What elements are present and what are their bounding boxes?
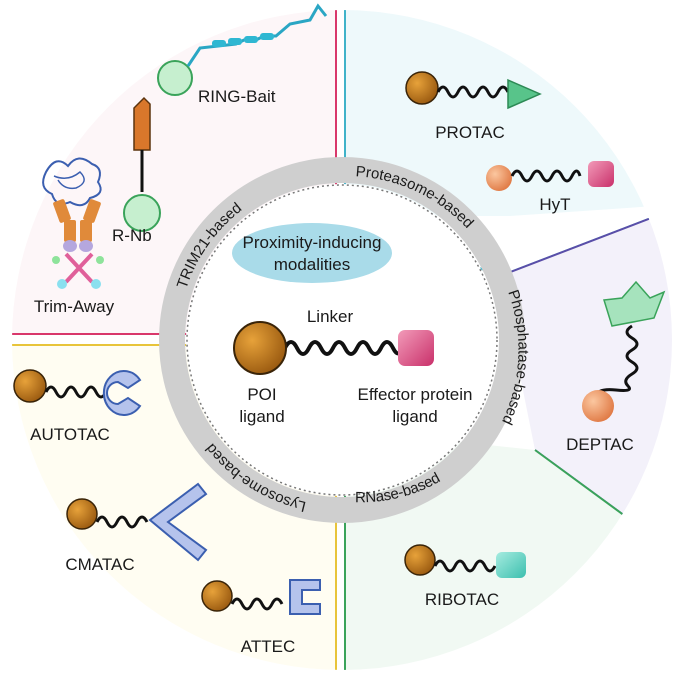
center-title-line1: Proximity-inducing xyxy=(243,233,382,252)
center-linker-wave xyxy=(283,340,405,356)
deptac-illustration xyxy=(582,280,666,422)
center-effector-label-1: Effector protein xyxy=(358,385,473,404)
center-poi-label-1: POI xyxy=(247,385,276,404)
center-linker-label: Linker xyxy=(307,307,354,326)
label-autotac: AUTOTAC xyxy=(30,425,110,444)
label-ribotac: RIBOTAC xyxy=(425,590,499,609)
label-hyt: HyT xyxy=(539,195,570,214)
ribotac-illustration xyxy=(404,544,526,578)
center-poi-sphere xyxy=(233,321,287,375)
center-effector-block xyxy=(398,330,434,366)
ring-band xyxy=(159,157,525,523)
center-poi-label-2: ligand xyxy=(239,407,284,426)
cmatac-illustration xyxy=(66,482,208,562)
center-effector-label-2: ligand xyxy=(392,407,437,426)
center-title-bubble xyxy=(232,223,392,283)
ring-bait-illustration xyxy=(157,3,328,96)
label-protac: PROTAC xyxy=(435,123,505,142)
label-ring-bait: RING-Bait xyxy=(198,87,276,106)
autotac-illustration xyxy=(13,369,142,416)
attec-illustration xyxy=(201,579,321,615)
hyt-illustration xyxy=(486,161,614,191)
protac-illustration xyxy=(405,71,542,110)
r-nb-illustration xyxy=(123,96,161,232)
label-deptac: DEPTAC xyxy=(566,435,634,454)
trim-away-illustration xyxy=(42,157,104,289)
center-molecule xyxy=(233,321,434,375)
center-dotted-border xyxy=(186,184,498,496)
label-r-nb: R-Nb xyxy=(112,226,152,245)
label-trim-away: Trim-Away xyxy=(34,297,115,316)
center-title-line2: modalities xyxy=(274,255,351,274)
label-attec: ATTEC xyxy=(241,637,295,656)
label-cmatac: CMATAC xyxy=(65,555,134,574)
